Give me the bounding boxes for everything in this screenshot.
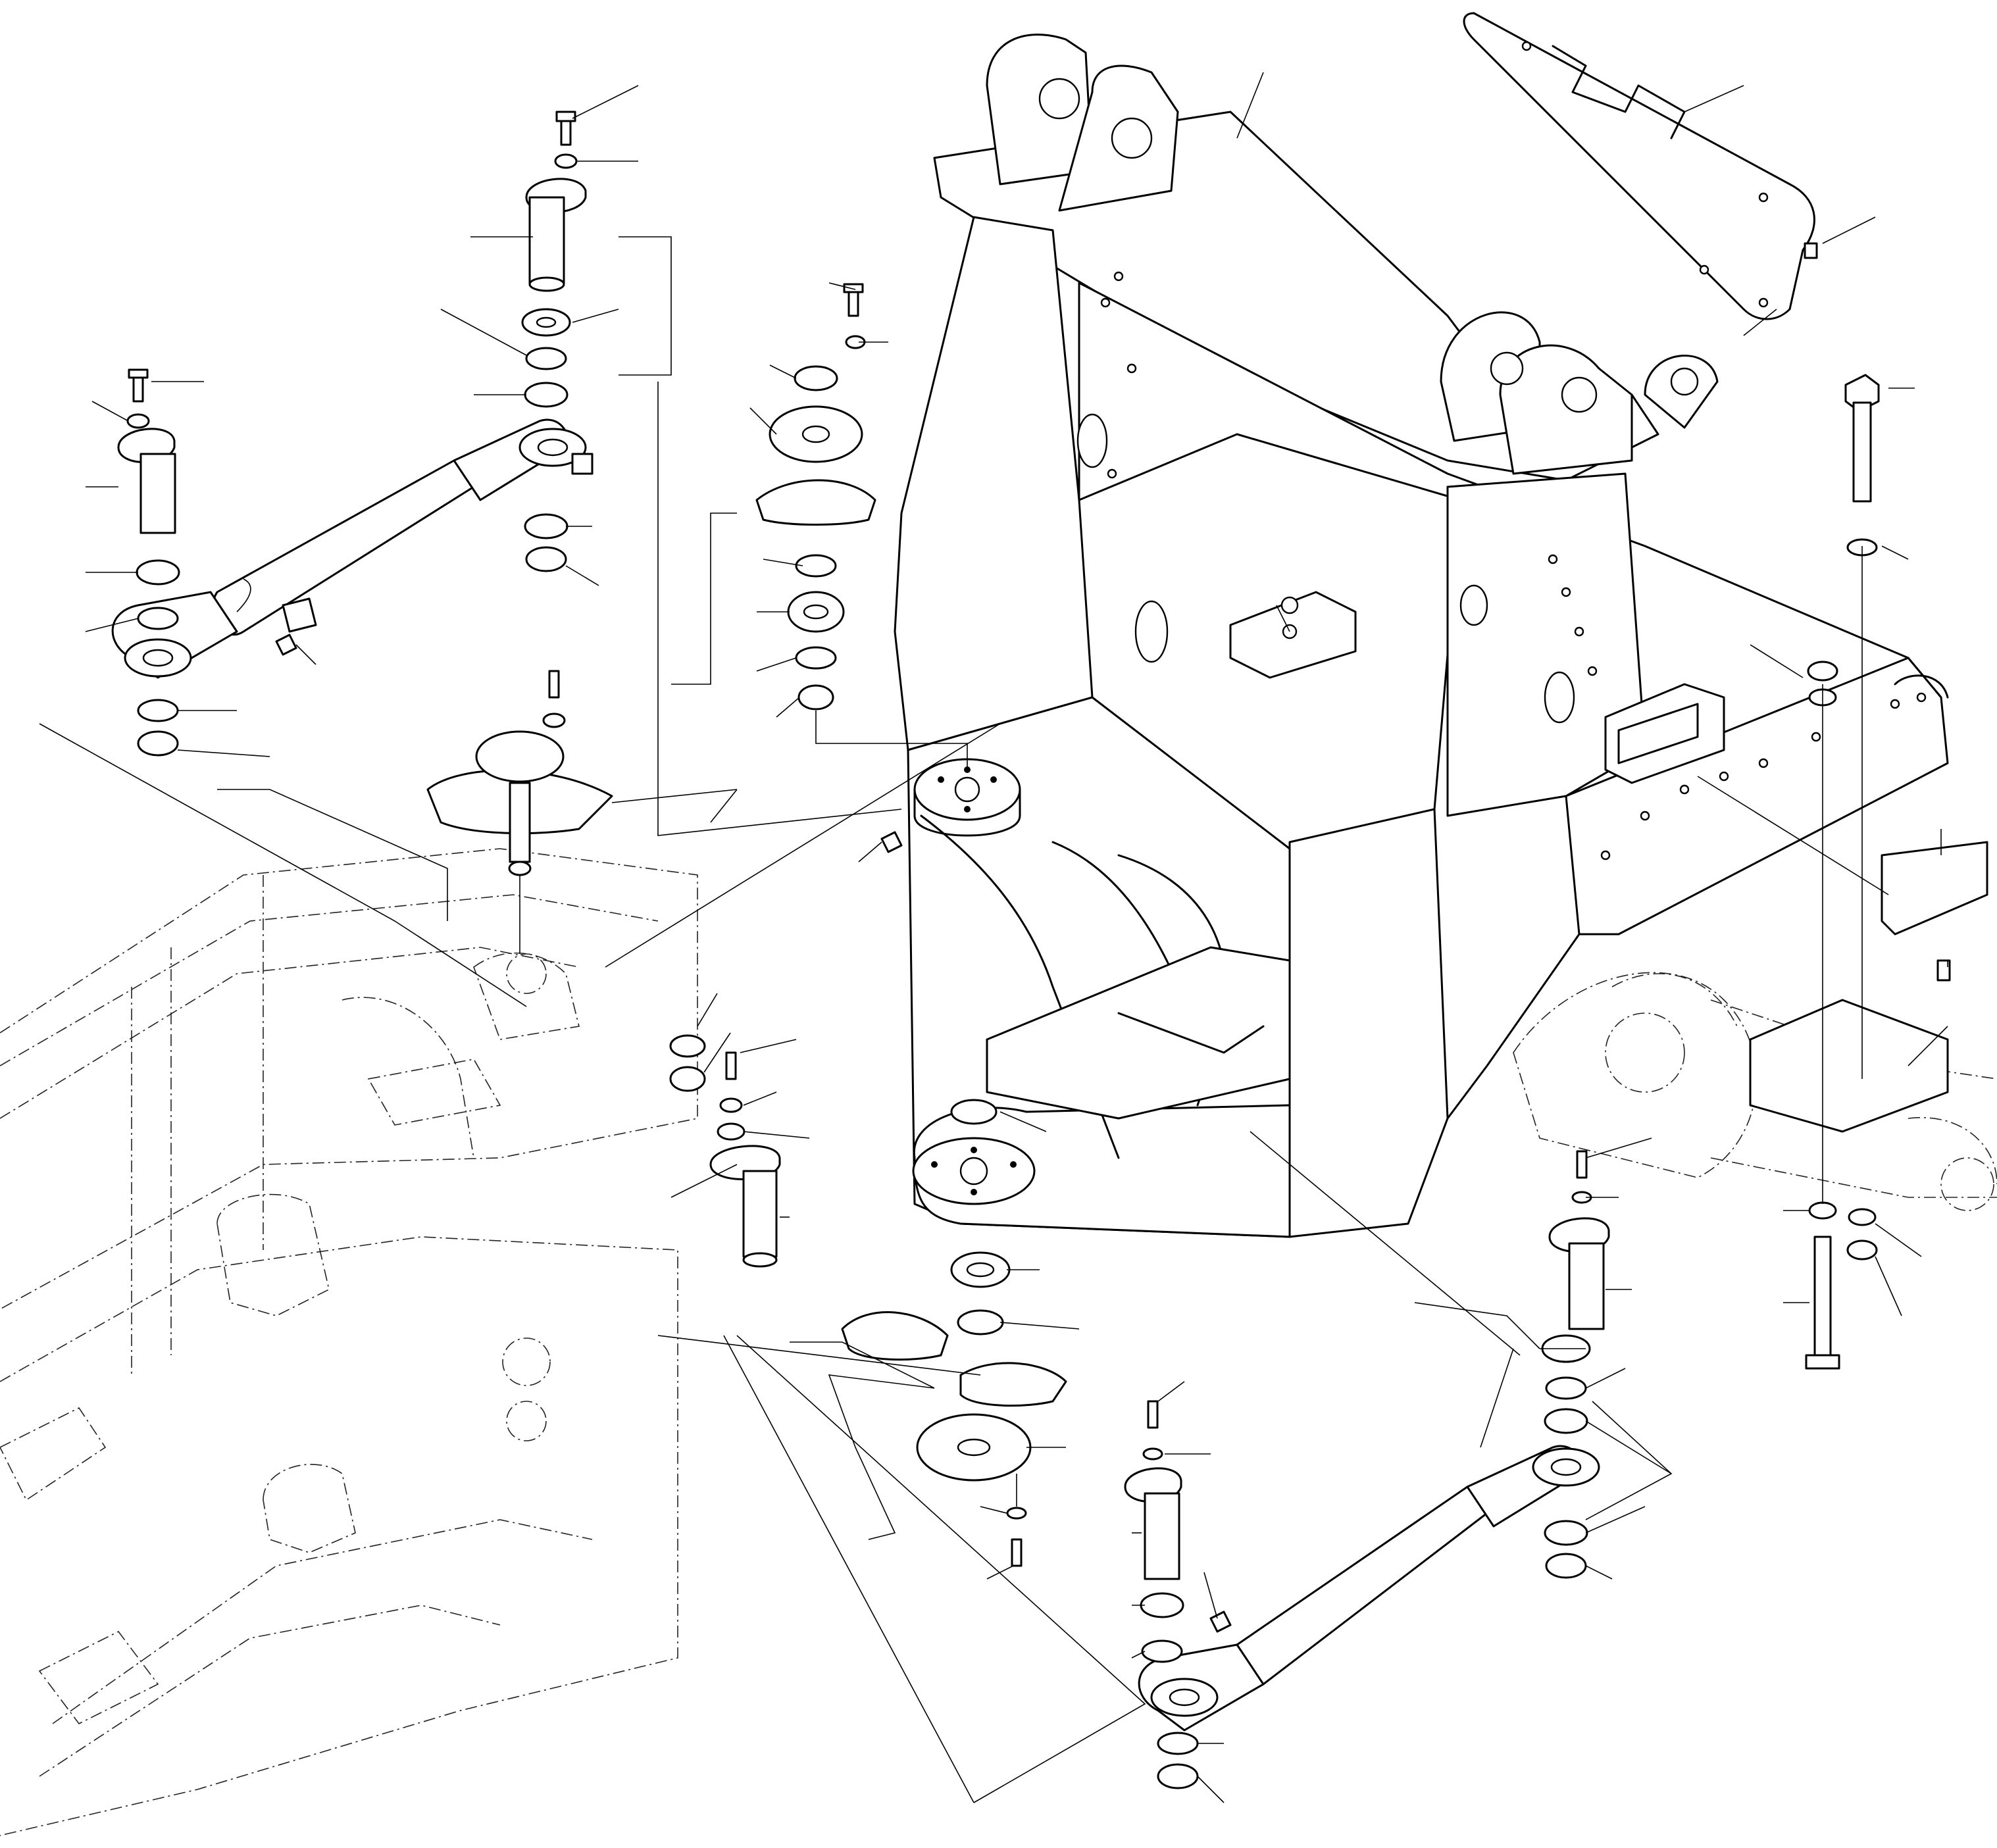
pin-assembly-right [1541, 1150, 1610, 1579]
main-loader-frame [894, 34, 1988, 1238]
rear-chassis-phantom [0, 848, 698, 1836]
frame-holes [1100, 271, 1927, 861]
steering-cylinder-left [111, 418, 594, 679]
pin-assembly-top-left [521, 111, 587, 572]
pin-assembly-mid [669, 1034, 781, 1268]
cover-plate [1463, 12, 1815, 320]
steering-cylinder-right [1138, 1445, 1600, 1732]
front-axle-phantom [1513, 972, 1997, 1211]
center-pivot-assembly [755, 283, 876, 711]
pin-assembly-left [117, 368, 180, 757]
pin-assembly-lower-mid [1124, 1400, 1199, 1789]
small-fasteners [275, 242, 1951, 1633]
leader-lines [39, 72, 1948, 1803]
long-bolt-right [1805, 374, 1880, 1370]
ring-spacer-left [426, 670, 613, 876]
